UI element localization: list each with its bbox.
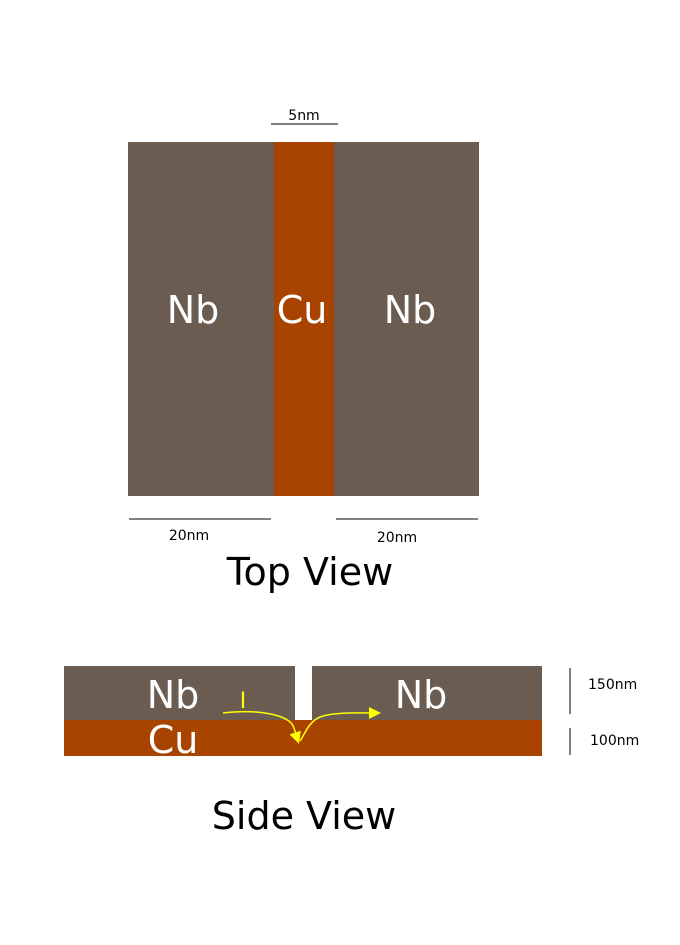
- side-nb-left-label: Nb: [147, 673, 200, 717]
- top-view-title: Top View: [226, 550, 393, 594]
- left-dimension-label: 20nm: [169, 528, 209, 544]
- top-nb-right: [334, 142, 479, 496]
- current-path-up: [299, 706, 381, 742]
- cu-thickness-label: 100nm: [590, 733, 639, 749]
- side-nb-right-label: Nb: [395, 673, 448, 717]
- top-cu-label: Cu: [277, 288, 328, 332]
- side-cu-base: [64, 720, 542, 756]
- current-label: I: [240, 689, 247, 714]
- side-cu-label: Cu: [148, 718, 199, 762]
- top-view: 5nm Nb Cu Nb 20nm 20nm Top View: [128, 108, 479, 594]
- top-nb-right-label: Nb: [384, 288, 437, 332]
- top-cu-strip: [274, 142, 334, 496]
- top-nb-left-label: Nb: [167, 288, 220, 332]
- side-view: Nb Nb Cu I 150nm 100nm Side View: [64, 666, 639, 838]
- current-path-down: [222, 710, 301, 744]
- side-view-title: Side View: [212, 794, 396, 838]
- side-nb-left: [64, 666, 295, 720]
- top-nb-left: [128, 142, 274, 496]
- gap-dimension-label: 5nm: [288, 108, 319, 124]
- side-nb-right: [312, 666, 542, 720]
- right-dimension-label: 20nm: [377, 530, 417, 546]
- nb-thickness-label: 150nm: [588, 677, 637, 693]
